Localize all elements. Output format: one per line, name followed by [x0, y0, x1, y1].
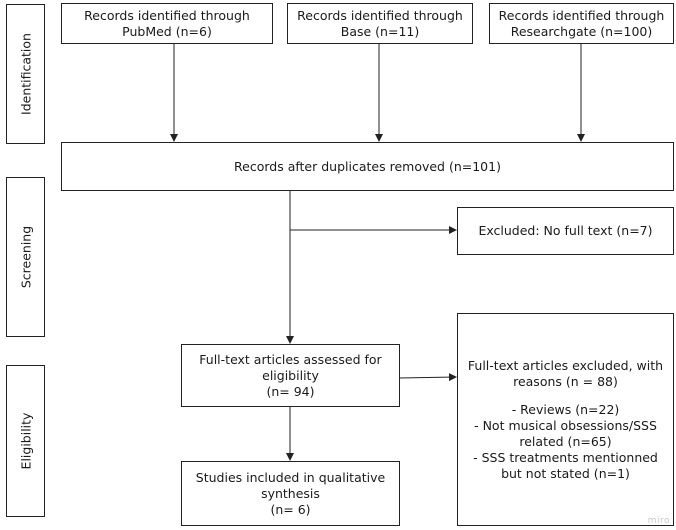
excluded-reason-item: but not stated (n=1) — [501, 465, 630, 481]
box-duplicates-removed-text: Records after duplicates removed (n=101) — [234, 158, 501, 174]
box-excluded-with-reasons: Full-text articles excluded, with reason… — [457, 313, 674, 526]
stage-label-identification: Identification — [18, 33, 33, 115]
box-researchgate: Records identified through Researchgate … — [489, 3, 674, 44]
box-pubmed-line-2: PubMed (n=6) — [122, 23, 212, 39]
box-assessed-line-3: (n= 94) — [266, 383, 315, 399]
box-included-line-1: Studies included in qualitative — [195, 469, 386, 485]
stage-screening: Screening — [6, 177, 45, 337]
box-full-text-assessed: Full-text articles assessed for eligibil… — [181, 344, 400, 407]
excluded-reason-item: - SSS treatments mentionned — [473, 449, 658, 465]
stage-eligibility: Eligibility — [6, 365, 45, 517]
stage-identification: Identification — [6, 4, 45, 144]
stage-label-screening: Screening — [18, 225, 33, 289]
stage-label-eligibility: Eligibility — [18, 412, 33, 470]
excluded-reason-item: - Not musical obsessions/SSS — [474, 417, 657, 433]
box-researchgate-line-1: Records identified through — [498, 7, 665, 23]
box-included-line-3: (n= 6) — [270, 501, 311, 517]
box-assessed-line-1: Full-text articles assessed for — [199, 351, 382, 367]
miro-watermark: miro — [647, 516, 670, 526]
excluded-reasons-header-2: reasons (n = 88) — [513, 373, 618, 389]
box-excluded-no-full-text-text: Excluded: No full text (n=7) — [478, 223, 653, 238]
excluded-reason-item: - Reviews (n=22) — [511, 401, 620, 417]
box-pubmed: Records identified through PubMed (n=6) — [61, 3, 273, 44]
box-included-line-2: synthesis — [261, 485, 320, 501]
box-pubmed-line-1: Records identified through — [84, 7, 250, 23]
box-studies-included: Studies included in qualitative synthesi… — [181, 461, 400, 526]
arrow-assessed-to-excluded-reasons — [398, 373, 457, 382]
excluded-reason-item: related (n=65) — [519, 433, 612, 449]
box-researchgate-line-2: Researchgate (n=100) — [510, 23, 653, 39]
box-assessed-line-2: eligibility — [262, 367, 319, 383]
box-base-line-1: Records identified through — [297, 7, 463, 23]
box-base-line-2: Base (n=11) — [340, 23, 420, 39]
box-excluded-no-full-text: Excluded: No full text (n=7) — [457, 207, 674, 255]
box-base: Records identified through Base (n=11) — [287, 3, 473, 44]
box-duplicates-removed: Records after duplicates removed (n=101) — [61, 142, 674, 191]
excluded-reasons-header-1: Full-text articles excluded, with — [467, 357, 664, 373]
